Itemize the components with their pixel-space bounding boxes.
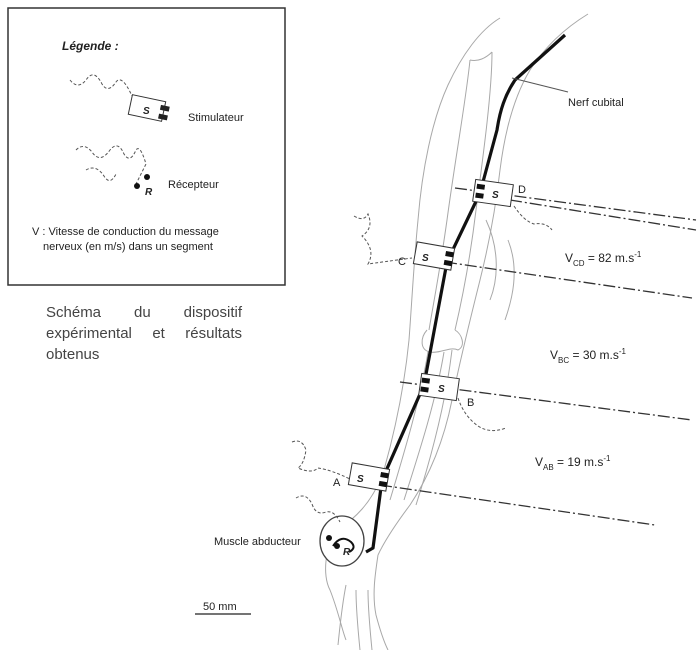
- point-d-label: D: [518, 184, 526, 196]
- speed-definition-line2: nerveux (en m/s) dans un segment: [43, 241, 213, 253]
- point-c-label: C: [398, 256, 406, 268]
- receptor-muscle: R: [295, 495, 365, 567]
- legend-frame: [7, 7, 286, 286]
- scale-label: 50 mm: [203, 601, 237, 613]
- stim-b-glyph: S: [438, 384, 445, 395]
- figure-caption: Schéma du dispositif expérimental et rés…: [46, 304, 242, 363]
- ulnar-nerve: [365, 33, 567, 554]
- stimulator-legend-icon: S: [69, 74, 170, 122]
- stimulator-a: S: [291, 440, 391, 492]
- muscle-label: Muscle abducteur: [214, 536, 301, 548]
- receptor-label: Récepteur: [168, 179, 219, 191]
- stim-d-glyph: S: [492, 190, 499, 201]
- nerve-label: Nerf cubital: [568, 97, 624, 109]
- rec-muscle-glyph: R: [343, 547, 351, 558]
- stimulator-b: S: [418, 372, 507, 432]
- velocity-bc: VBC = 30 m.s-1: [550, 347, 626, 365]
- rec-glyph: R: [145, 187, 153, 198]
- legend-title: Légende :: [62, 39, 119, 53]
- arm-outline: [325, 13, 589, 650]
- stim-c-glyph: S: [422, 253, 429, 264]
- stimulator-c: S: [353, 212, 456, 271]
- velocity-cd: VCD = 82 m.s-1: [565, 250, 642, 268]
- stimulator-d: S: [472, 178, 553, 231]
- point-b-label: B: [467, 397, 474, 409]
- boundary-line-a: [379, 484, 656, 526]
- legend-box: Légende : S Stimulateur R Récepteur V : …: [7, 7, 286, 286]
- stimulator-label: Stimulateur: [188, 112, 244, 124]
- speed-definition-line1: V : Vitesse de conduction du message: [32, 226, 219, 238]
- stim-glyph: S: [143, 106, 150, 117]
- boundary-line-d: [509, 199, 697, 231]
- nerve-label-leader: [511, 77, 569, 93]
- point-a-label: A: [333, 477, 341, 489]
- boundary-line-c: [444, 261, 693, 299]
- velocity-ab: VAB = 19 m.s-1: [535, 454, 611, 472]
- stim-a-glyph: S: [357, 474, 364, 485]
- receptor-legend-icon: R: [75, 145, 153, 198]
